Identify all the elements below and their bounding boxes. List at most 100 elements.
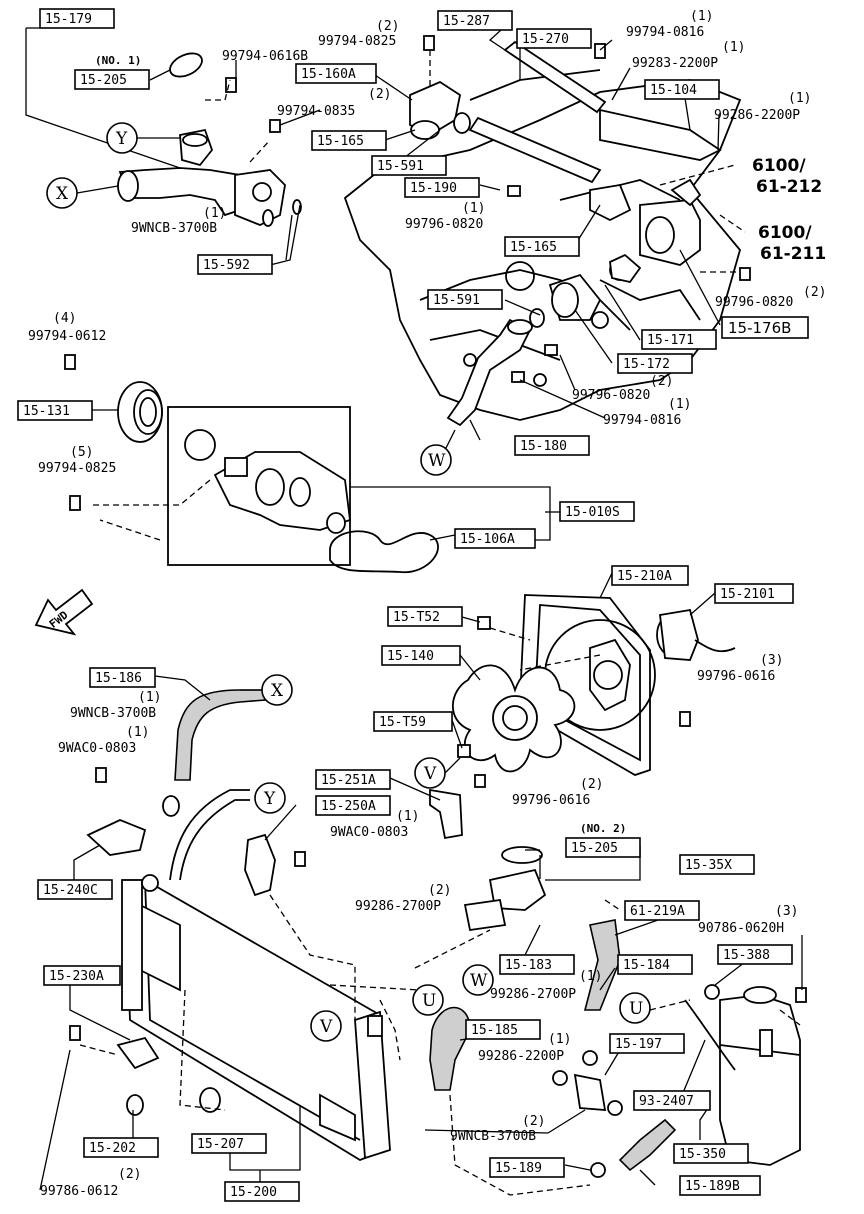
callout-15-189: 15-189 [495, 1161, 542, 1176]
callout-15-t59: 15-T59 [379, 715, 426, 730]
callout-15-010s: 15-010S [565, 505, 620, 520]
qty-99286-2700p-b: (1) [579, 969, 602, 984]
qty-99794-0825-top: (2) [376, 19, 399, 34]
qty-90786-0620h: (3) [775, 904, 798, 919]
part-99283-2200p: 99283-2200P [632, 56, 718, 71]
radiator-brackets-drawing [69, 767, 463, 1116]
part-99794-0825-top: 99794-0825 [318, 34, 396, 49]
part-9wac0-0803-b: 9WAC0-0803 [330, 825, 408, 840]
callout-15-202: 15-202 [89, 1141, 136, 1156]
part-99796-0616-a: 99796-0616 [697, 669, 775, 684]
part-99286-2700p-a: 99286-2700P [355, 899, 441, 914]
qty-99796-0820-b: (2) [803, 285, 826, 300]
part-99786-0612: 99786-0612 [40, 1184, 118, 1199]
callout-15-251a: 15-251A [321, 773, 376, 788]
part-99794-0612: 99794-0612 [28, 329, 106, 344]
callout-15-106a: 15-106A [460, 532, 515, 547]
callout-15-180: 15-180 [520, 439, 567, 454]
ref-6100-b: 6100/ [758, 223, 812, 243]
callout-15-131: 15-131 [23, 404, 70, 419]
water-pump-kit-drawing [167, 406, 439, 573]
callout-15-179: 15-179 [45, 12, 92, 27]
callout-15-210a: 15-210A [617, 569, 672, 584]
part-99286-2200p-b: 99286-2200P [478, 1049, 564, 1064]
ref-61-211: 61-211 [760, 244, 826, 264]
marker-w-bottom: W [470, 971, 488, 991]
ref-61-212: 61-212 [756, 177, 822, 197]
marker-v-fan: V [423, 764, 437, 784]
qty-99286-2200p-b: (1) [548, 1032, 571, 1047]
marker-x-hose: X [271, 681, 284, 701]
callout-15-184: 15-184 [623, 958, 670, 973]
callout-15-165-upper: 15-165 [317, 134, 364, 149]
part-99794-0816-top: 99794-0816 [626, 25, 704, 40]
callout-15-183: 15-183 [505, 958, 552, 973]
qty-99794-0835: (2) [368, 87, 391, 102]
callout-15-190: 15-190 [410, 181, 457, 196]
part-99796-0820-b: 99796-0820 [715, 295, 793, 310]
qty-99796-0820-a: (1) [462, 201, 485, 216]
ref-6100-a: 6100/ [752, 156, 806, 176]
callout-15-172: 15-172 [623, 357, 670, 372]
part-9wncb-3700b-top: 9WNCB-3700B [131, 221, 217, 236]
qty-99796-0820-c: (2) [650, 374, 673, 389]
qty-99794-0816-top: (1) [690, 9, 713, 24]
qty-9wncb-3700b-c: (2) [522, 1114, 545, 1129]
callout-boxes: 15-179 15-205 15-287 15-270 15-160A 15-1… [17, 8, 809, 1202]
callout-15-2101: 15-2101 [720, 587, 775, 602]
callout-15-140: 15-140 [387, 649, 434, 664]
bypass-pipe-drawing [468, 40, 722, 184]
callout-15-250a: 15-250A [321, 799, 376, 814]
callout-15-591-lower: 15-591 [433, 293, 480, 308]
note-no2: (NO. 2) [580, 822, 626, 835]
part-90786-0620h: 90786-0620H [698, 921, 784, 936]
radiator-drawing [121, 874, 391, 1162]
forward-arrow: FWD [34, 588, 94, 636]
qty-9wncb-3700b-top: (1) [203, 206, 226, 221]
reference-numbers: 6100/ 61-212 6100/ 61-211 (NO. 1) (NO. 2… [95, 54, 826, 835]
left-water-pipe-drawing [117, 52, 302, 227]
callout-61-219a: 61-219A [630, 904, 685, 919]
marker-u-radiator: U [422, 991, 436, 1011]
leader-lines [25, 19, 803, 1196]
callout-15-165-lower: 15-165 [510, 240, 557, 255]
marker-w-top: W [428, 451, 446, 471]
marker-y-top: Y [115, 129, 128, 149]
qty-9wac0-0803-a: (1) [126, 725, 149, 740]
part-99794-0816-b: 99794-0816 [603, 413, 681, 428]
callout-15-592: 15-592 [203, 258, 250, 273]
qty-99286-2700p-a: (2) [428, 883, 451, 898]
callout-15-240c: 15-240C [43, 883, 98, 898]
radiator-hoses-drawing [162, 689, 266, 881]
fan-blade-drawing [452, 616, 691, 788]
callout-15-171: 15-171 [647, 333, 694, 348]
callout-15-104: 15-104 [650, 83, 697, 98]
connection-markers: Y X W X Y V U W V U [46, 122, 651, 1042]
callout-15-t52: 15-T52 [393, 610, 440, 625]
callout-15-160a: 15-160A [301, 67, 356, 82]
bolts-drawing [64, 35, 751, 511]
qty-99794-0612: (4) [53, 311, 76, 326]
callout-15-287: 15-287 [443, 14, 490, 29]
part-9wncb-3700b-c: 9WNCB-3700B [450, 1129, 536, 1144]
part-99794-0835: 99794-0835 [277, 104, 355, 119]
thermostat-housing-drawing [529, 178, 702, 328]
callout-15-185: 15-185 [471, 1023, 518, 1038]
part-9wncb-3700b-b: 9WNCB-3700B [70, 706, 156, 721]
part-99794-0825-b: 99794-0825 [38, 461, 116, 476]
callout-15-205-no2: 15-205 [571, 841, 618, 856]
water-outlet-drawing [409, 80, 632, 222]
callout-15-35x: 15-35X [685, 858, 732, 873]
callout-15-230a: 15-230A [49, 969, 104, 984]
callout-15-189b: 15-189B [685, 1179, 740, 1194]
qty-99796-0616-a: (3) [760, 653, 783, 668]
callout-15-197: 15-197 [615, 1037, 662, 1052]
callout-15-205-no1: 15-205 [80, 73, 127, 88]
part-99796-0820-a: 99796-0820 [405, 217, 483, 232]
marker-y-hose: Y [263, 789, 276, 809]
callout-15-591-upper: 15-591 [377, 159, 424, 174]
part-99796-0820-c: 99796-0820 [572, 388, 650, 403]
qty-99796-0616-b: (2) [580, 777, 603, 792]
callout-15-200: 15-200 [230, 1185, 277, 1200]
